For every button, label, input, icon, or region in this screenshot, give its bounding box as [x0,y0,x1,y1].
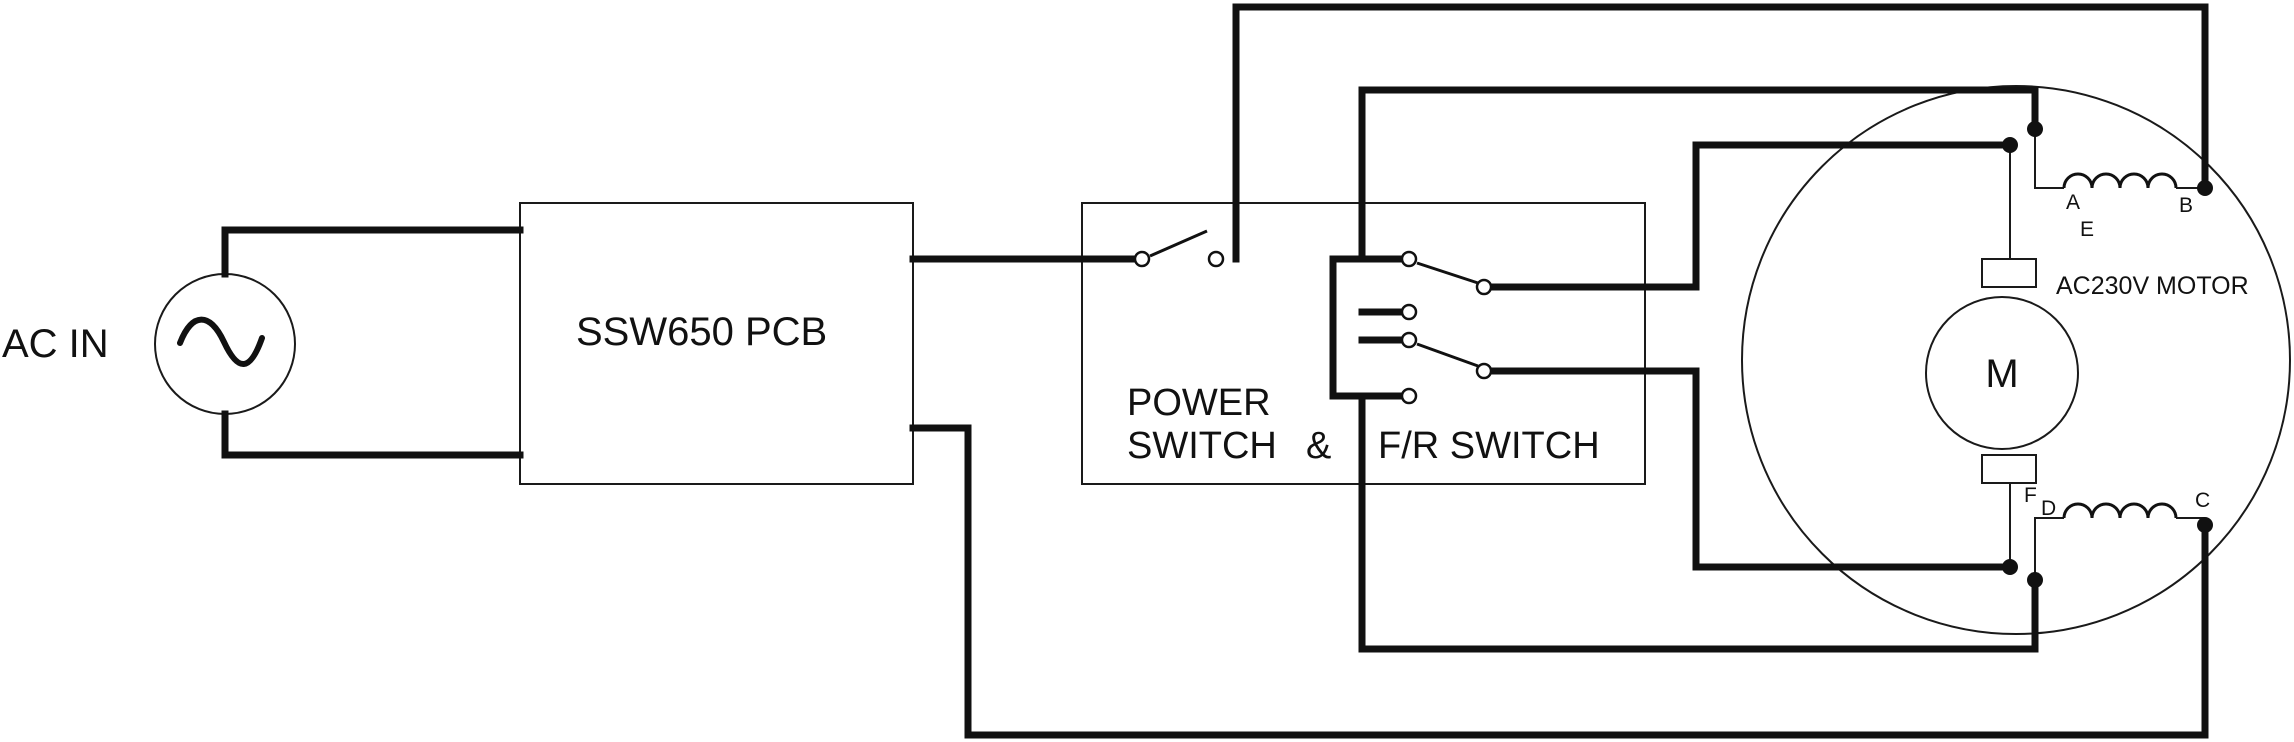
ampersand-label: & [1306,425,1331,467]
wire-top-terminal [1358,86,2039,263]
terminal-d-label: D [2041,497,2056,520]
junction-dot [2002,559,2018,575]
wire-ac-bottom [221,410,524,459]
wire-fr-crossover [1329,255,1413,400]
winding-top-lead [2034,129,2064,189]
motor-outline [1741,85,2291,635]
brush-top [1981,258,2037,288]
fr-switch-label: F/R SWITCH [1378,425,1600,467]
power-switch-contact-in [1133,250,1151,268]
winding-top-coil [2062,172,2178,189]
junction-dot [2027,121,2043,137]
pcb-block: SSW650 PCB [519,202,914,485]
armature-letter: M [1985,352,2018,396]
fr-common-top [1475,278,1493,296]
winding-bottom-lead [2034,517,2064,576]
terminal-a-label: A [2066,191,2080,214]
power-switch-contact-out [1207,250,1225,268]
fr-switch-lever-top [1416,261,1479,285]
motor-label: AC230V MOTOR [2056,272,2249,300]
ac-source: AC IN [2,273,296,415]
junction-dot [2027,572,2043,588]
brush-bottom [1981,454,2037,484]
junction-dots [2002,121,2213,588]
switch-contacts [1133,229,1493,405]
fr-contact-1 [1400,250,1418,268]
fr-common-bottom [1475,362,1493,380]
ac-in-label: AC IN [2,322,109,366]
switch-label: SWITCH [1127,425,1277,467]
armature-circle [1925,296,2079,450]
wire-ac-top [221,226,524,278]
pcb-box [519,202,914,485]
wire-fr-top-to-armature [1480,141,2014,291]
wire-power-to-terminal-b [1232,3,2209,263]
motor: M AC230V MOTOR A E B C F D [1741,85,2291,635]
wire-pcb-to-terminal-c [909,424,2209,739]
pcb-label: SSW650 PCB [576,310,827,354]
fr-contact-4 [1400,387,1418,405]
fr-switch-lever-bottom [1416,342,1479,368]
wire-fr-bottom-to-armature [1480,367,2014,571]
power-label: POWER [1127,382,1271,424]
wire-bottom-terminal [1358,398,2039,653]
fr-contact-2 [1400,303,1418,321]
terminal-e-label: E [2080,218,2094,241]
power-switch-lever [1149,229,1208,258]
fr-contact-3 [1400,331,1418,349]
junction-dot [2197,180,2213,196]
terminal-c-label: C [2195,489,2210,512]
terminal-b-label: B [2179,194,2193,217]
terminal-f-label: F [2024,484,2037,507]
sine-wave-icon [177,316,265,367]
switch-box: POWER SWITCH & F/R SWITCH [1081,202,1646,485]
junction-dot [2002,137,2018,153]
winding-bottom-coil [2062,502,2178,519]
wires [221,3,2209,739]
junction-dot [2197,517,2213,533]
